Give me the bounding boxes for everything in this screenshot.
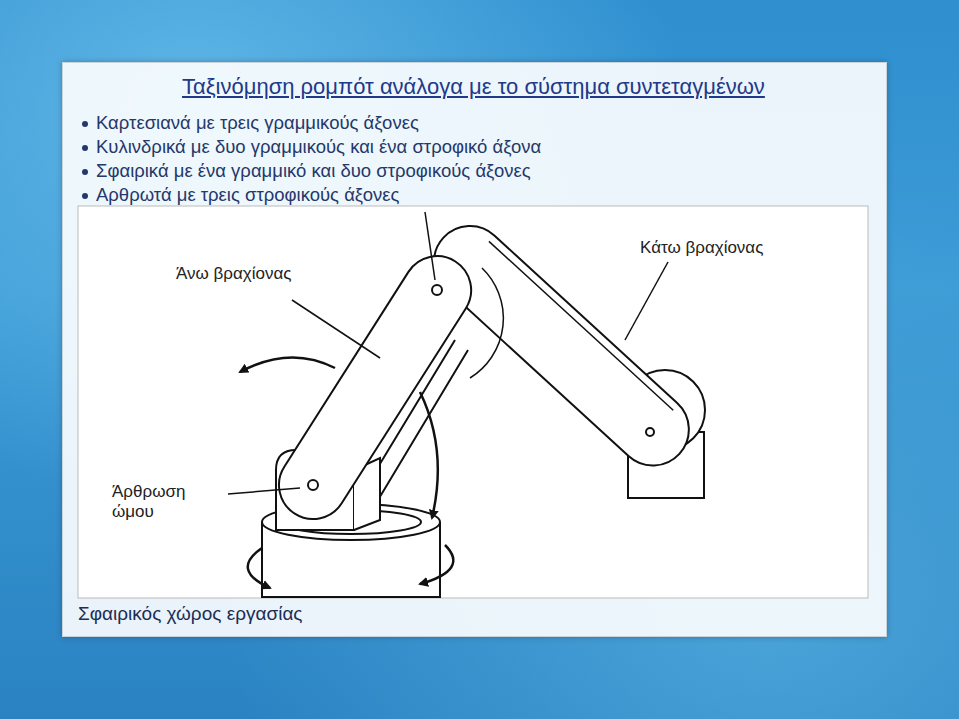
bullet-item: Κυλινδρικά με δυο γραμμικούς και ένα στρ… (96, 136, 541, 158)
part-label: Άρθρωση ώμου (112, 482, 224, 522)
part-label: Κάτω βραχίονας (640, 238, 763, 258)
figure-frame (78, 206, 868, 598)
bullet-item: Σφαιρικά με ένα γραμμικό και δυο στροφικ… (96, 160, 531, 182)
motion-arrows (240, 268, 503, 588)
slide-title: Ταξινόμηση ρομπότ ανάλογα με το σύστημα … (182, 74, 765, 100)
figure-caption: Σφαιρικός χώρος εργασίας (78, 603, 303, 625)
leader-lines (228, 212, 668, 494)
bullet-dots (82, 121, 88, 199)
bullet-item: Καρτεσιανά με τρεις γραμμικούς άξονες (96, 112, 419, 134)
robot-arm (262, 211, 705, 597)
bullet-item: Αρθρωτά με τρεις στροφικούς άξονες (96, 184, 399, 206)
part-label: Άνω βραχίονας (176, 264, 292, 284)
